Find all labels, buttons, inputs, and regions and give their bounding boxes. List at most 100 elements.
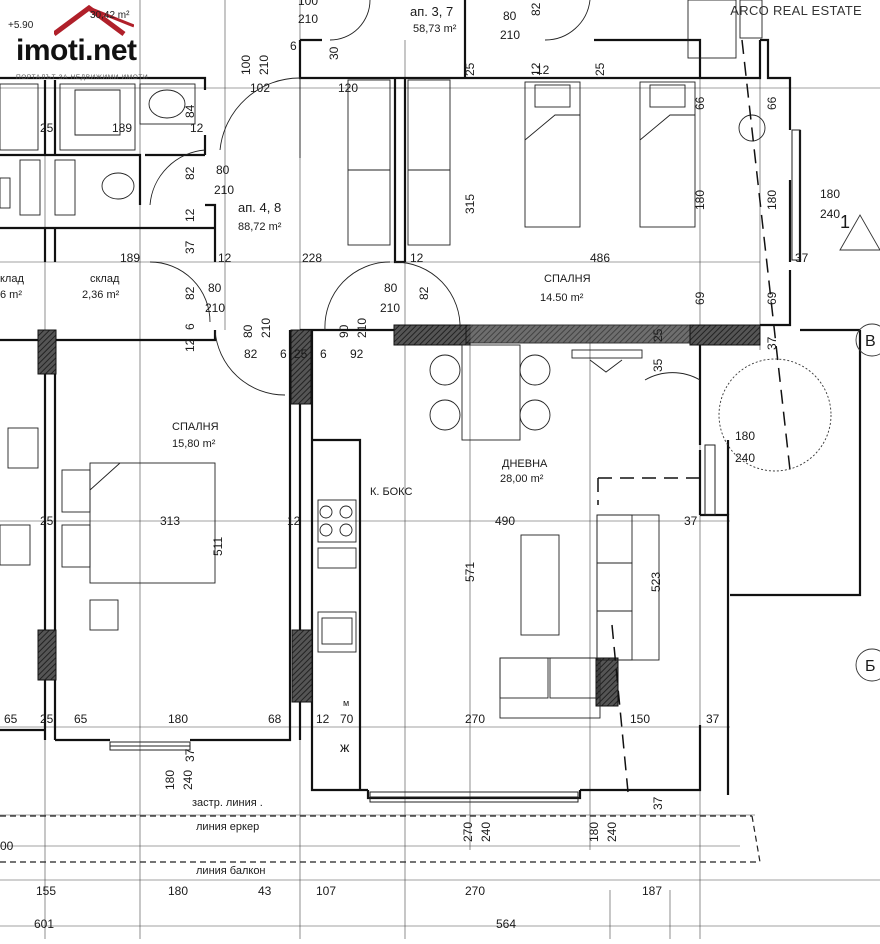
- dim-label: 25: [463, 62, 477, 76]
- balcony-line-label: линия балкон: [196, 865, 266, 877]
- apartment-3-7-label: ап. 3, 7: [410, 4, 453, 19]
- dim-label: 100: [298, 0, 318, 8]
- dim-label: 84: [183, 104, 197, 118]
- dim-label: 571: [463, 562, 477, 582]
- storage-1-name: склад: [90, 273, 120, 285]
- dim-label: 100: [239, 55, 253, 75]
- dim-label: 12: [218, 251, 232, 265]
- bedroom-top-name: СПАЛНЯ: [544, 273, 591, 285]
- dim-label: 270: [465, 712, 485, 726]
- dim-label: 80: [503, 9, 517, 23]
- axis-v-label: В: [865, 333, 876, 350]
- dim-label: 315: [463, 194, 477, 214]
- dim-label: 12: [536, 63, 550, 77]
- logo-text: imoti.net: [16, 34, 137, 67]
- dim-label: 37: [795, 251, 809, 265]
- dim-label: 80: [208, 281, 222, 295]
- dim-label: 180: [587, 822, 601, 842]
- dim-label: 228: [302, 251, 322, 265]
- dim-label: 270: [465, 884, 485, 898]
- dim-label: 180: [163, 770, 177, 790]
- windows: [109, 129, 801, 803]
- kitchen-mark-zh: ж: [340, 739, 350, 755]
- columns: [37, 324, 761, 707]
- dim-label: 240: [181, 770, 195, 790]
- dim-label: 82: [183, 286, 197, 300]
- dim-label: 68: [268, 712, 282, 726]
- dim-label: 92: [350, 347, 364, 361]
- dim-label: 180: [735, 429, 755, 443]
- dim-label: 210: [380, 301, 400, 315]
- dim-label: 82: [183, 166, 197, 180]
- dim-label: 82: [529, 2, 543, 16]
- dim-label: 490: [495, 514, 515, 528]
- dim-label: 69: [765, 291, 779, 305]
- bedroom-left-name: СПАЛНЯ: [172, 421, 219, 433]
- dim-label: 43: [258, 884, 272, 898]
- dim-label: 37: [183, 748, 197, 762]
- dim-label: 564: [496, 917, 516, 931]
- dim-label: 80: [216, 163, 230, 177]
- dim-label: 210: [205, 301, 225, 315]
- dim-label: 25: [40, 712, 54, 726]
- dim-label: 80: [384, 281, 398, 295]
- dim-label: 210: [257, 55, 271, 75]
- apartment-4-8-label: ап. 4, 8: [238, 200, 281, 215]
- dim-label: 210: [298, 12, 318, 26]
- facade-lines: [0, 815, 761, 863]
- dim-label: 37: [765, 336, 779, 350]
- dim-label: 270: [461, 822, 475, 842]
- bedroom-top-area: 14.50 m²: [540, 292, 584, 304]
- dim-label: 6: [183, 323, 197, 330]
- dim-label: 189: [112, 121, 132, 135]
- dim-label: 240: [820, 207, 840, 221]
- living-area: 28,00 m²: [500, 473, 544, 485]
- dim-label: 6: [320, 347, 327, 361]
- site-logo[interactable]: imoti.net ПОРТАЛЪТ ЗА НЕДВИЖИМИ ИМОТИ +5…: [6, 4, 196, 81]
- dim-label: 313: [160, 514, 180, 528]
- storage-2-area: 6 m²: [0, 289, 22, 301]
- dim-label: 70: [340, 712, 354, 726]
- dim-label: 601: [34, 917, 54, 931]
- watermark: ARCO REAL ESTATE: [730, 3, 862, 18]
- dim-label: 69: [693, 291, 707, 305]
- dim-label: 523: [649, 572, 663, 592]
- dim-label: 180: [765, 190, 779, 210]
- facade-line-label: застр. линия .: [192, 797, 263, 809]
- dim-label: 150: [630, 712, 650, 726]
- dim-label: 25: [593, 62, 607, 76]
- dim-label: 180: [693, 190, 707, 210]
- dim-label: 210: [214, 183, 234, 197]
- kitchen-name: К. БОКС: [370, 486, 412, 498]
- dim-label: 12: [410, 251, 424, 265]
- dim-label: 210: [355, 318, 369, 338]
- dim-label: 180: [820, 187, 840, 201]
- dim-label: 187: [642, 884, 662, 898]
- dim-label: 180: [168, 884, 188, 898]
- dim-label: 25: [651, 328, 665, 342]
- storage-2-name: клад: [0, 273, 24, 285]
- axis-b-label: Б: [865, 658, 876, 675]
- logo-corner-area: 30,42 m²: [90, 10, 130, 21]
- dim-label: 240: [735, 451, 755, 465]
- dashed-markers: [597, 39, 791, 793]
- axis-1-label: 1: [840, 212, 850, 232]
- dim-label: 25: [40, 121, 54, 135]
- dim-label: 240: [479, 822, 493, 842]
- storage-1-area: 2,36 m²: [82, 289, 120, 301]
- house-roof-icon: [54, 4, 134, 37]
- logo-corner-level: +5.90: [8, 20, 34, 31]
- furniture: [0, 0, 766, 719]
- dim-label: 6: [280, 347, 287, 361]
- dim-label: 180: [168, 712, 188, 726]
- dim-label: 37: [183, 240, 197, 254]
- room-labels: ап. 3, 7 58,73 m² ап. 4, 8 88,72 m² СПАЛ…: [0, 4, 591, 877]
- dim-label: 66: [693, 96, 707, 110]
- living-name: ДНЕВНА: [502, 458, 548, 470]
- apartment-4-8-area: 88,72 m²: [238, 221, 282, 233]
- apartment-3-7-area: 58,73 m²: [413, 23, 457, 35]
- dim-label: 120: [338, 81, 358, 95]
- dim-label: 6: [290, 39, 297, 53]
